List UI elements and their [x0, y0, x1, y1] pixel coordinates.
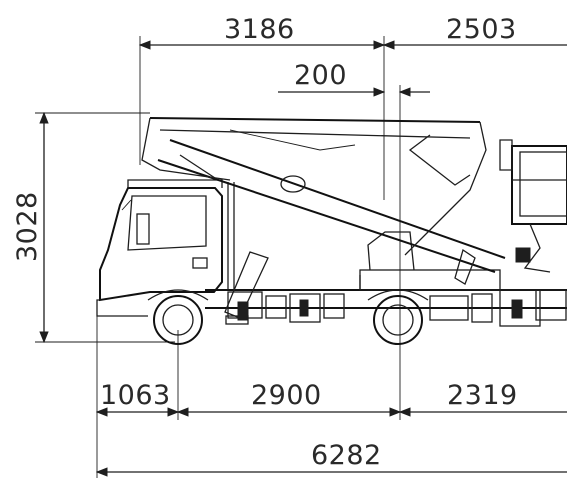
chassis-box-3	[289, 293, 321, 323]
truck-cab	[96, 179, 223, 317]
boom-brace	[229, 129, 356, 151]
dimension-lines	[35, 36, 567, 478]
chassis-box-6	[471, 293, 493, 323]
label-3028: 3028	[12, 191, 43, 262]
label-1063: 1063	[100, 380, 171, 411]
basket-mount	[499, 139, 513, 171]
lower-boom-bottom	[157, 159, 496, 273]
chassis-box-2	[265, 295, 287, 319]
front-tire	[153, 295, 203, 345]
label-2900: 2900	[251, 380, 322, 411]
front-outrigger-leg	[224, 251, 269, 319]
front-boom-end	[141, 117, 231, 181]
dimension-labels: 3186 2503 200 3028 1063 2900 2319 6282	[12, 14, 518, 471]
rear-outrigger	[499, 289, 541, 327]
boom-support	[454, 248, 476, 285]
boom-linkage	[408, 134, 471, 186]
boom-cylinder	[179, 154, 216, 179]
rear-block	[535, 289, 567, 321]
front-outrigger-pad	[225, 315, 249, 325]
rear-tire	[373, 295, 423, 345]
upper-boom-top	[149, 117, 481, 123]
label-2503: 2503	[446, 14, 517, 45]
cab-mirror-line	[121, 199, 132, 211]
chassis-part-dark-2	[299, 299, 309, 317]
chassis-box-5	[429, 295, 469, 321]
rear-wheel	[367, 289, 429, 345]
rear-arch	[367, 289, 429, 301]
basket-frame	[511, 145, 567, 225]
basket-inner	[519, 151, 567, 217]
basket-arm	[523, 223, 551, 273]
cab-window	[127, 195, 207, 251]
cab-roof	[127, 179, 223, 188]
truck-chassis	[205, 269, 567, 327]
basket-hinge	[515, 247, 531, 263]
label-3186: 3186	[224, 14, 295, 45]
work-basket	[499, 139, 567, 273]
lower-boom-top	[169, 139, 506, 259]
front-arch	[147, 289, 209, 301]
aerial-boom	[141, 117, 506, 285]
upper-boom-bottom	[159, 129, 471, 139]
cab-outline	[99, 187, 223, 302]
boom-joint	[280, 175, 306, 193]
label-200: 200	[294, 60, 347, 91]
subframe	[359, 269, 501, 291]
truck	[96, 117, 567, 345]
front-bumper	[96, 299, 148, 317]
cab-handle	[192, 257, 208, 269]
label-2319: 2319	[447, 380, 518, 411]
cab-mirror	[136, 213, 150, 245]
chassis-part-dark-3	[511, 299, 523, 319]
rear-rim	[382, 304, 414, 336]
front-rim	[162, 304, 194, 336]
upper-boom-link	[404, 121, 487, 256]
chassis-box-4	[323, 293, 345, 319]
label-6282: 6282	[311, 440, 382, 471]
front-wheel	[147, 289, 209, 345]
front-outrigger	[224, 182, 269, 325]
